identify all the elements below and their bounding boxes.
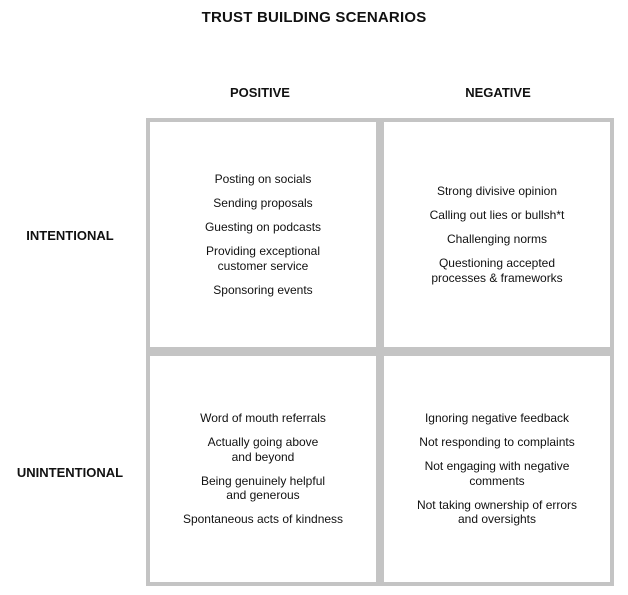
list-item: Sending proposals — [213, 196, 313, 210]
list-item: Challenging norms — [446, 232, 548, 246]
row-header-unintentional: UNINTENTIONAL — [16, 465, 124, 480]
row-header-intentional: INTENTIONAL — [26, 228, 114, 243]
list-item: Word of mouth referrals — [200, 411, 326, 426]
list-item: Guesting on podcasts — [204, 220, 322, 234]
list-item: Posting on socials — [214, 172, 312, 186]
list-item: Calling out lies or bullsh*t — [429, 208, 565, 222]
list-item: Strong divisive opinion — [436, 184, 558, 198]
list-item: Actually going above and beyond — [207, 435, 319, 464]
list-item: Not responding to complaints — [419, 435, 575, 450]
column-header-negative: NEGATIVE — [465, 85, 531, 100]
list-item: Spontaneous acts of kindness — [182, 512, 344, 527]
list-item: Not taking ownership of errors and overs… — [416, 497, 578, 527]
list-item: Questioning accepted processes & framewo… — [431, 256, 563, 285]
list-item: Providing exceptional customer service — [205, 244, 321, 273]
diagram-title: TRUST BUILDING SCENARIOS — [201, 9, 427, 26]
column-header-positive: POSITIVE — [230, 85, 290, 100]
list-item: Sponsoring events — [213, 282, 313, 297]
list-item: Not engaging with negative comments — [424, 459, 570, 488]
list-item: Ignoring negative feedback — [424, 411, 570, 426]
list-item: Being genuinely helpful and generous — [200, 473, 326, 503]
